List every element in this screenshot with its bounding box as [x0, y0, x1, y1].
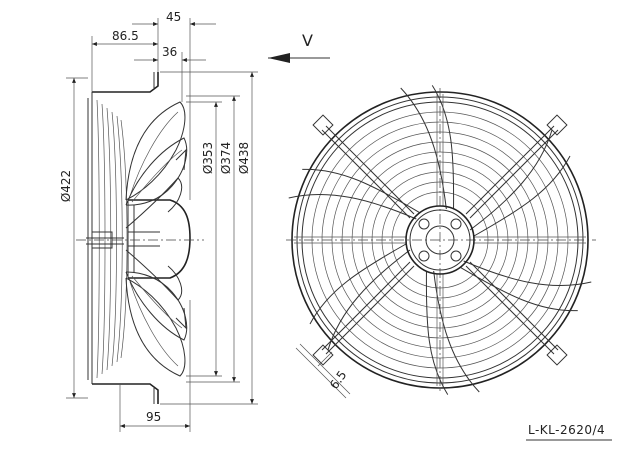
dim-hole-6-5-label: 6.5	[327, 368, 349, 392]
dim-95: 95	[119, 300, 191, 432]
dim-dia-438-label: Ø438	[237, 142, 251, 174]
front-view: 6.5	[286, 85, 596, 399]
side-grille	[86, 94, 128, 384]
view-label: V	[302, 31, 313, 50]
hub-plate	[405, 205, 475, 275]
dim-dia-374: Ø374	[186, 95, 240, 383]
bolt-hole	[418, 218, 430, 230]
dim-95-label: 95	[146, 410, 161, 424]
bolt-hole	[450, 250, 462, 262]
drawing-number: L-KL-2620/4	[528, 423, 605, 437]
front-blades	[288, 85, 592, 395]
dim-86-5: 86.5	[91, 29, 158, 92]
dim-dia-422-label: Ø422	[59, 170, 73, 202]
dim-hole-6-5: 6.5	[295, 343, 351, 399]
dim-dia-438: Ø438	[160, 71, 258, 405]
motor-hub	[127, 199, 191, 279]
dim-86-5-label: 86.5	[112, 29, 139, 43]
drawing-number-block: L-KL-2620/4	[526, 423, 612, 441]
dim-dia-353-label: Ø353	[201, 142, 215, 174]
view-arrow: V	[268, 31, 330, 63]
dim-36-label: 36	[162, 45, 177, 59]
dim-45: 45	[132, 10, 216, 200]
guard-cross-wires	[294, 94, 586, 386]
dim-dia-353: Ø353	[186, 101, 222, 377]
side-view: 86.5 45 36 95 Ø422	[59, 10, 258, 432]
dim-36: 36	[134, 45, 206, 102]
dim-dia-374-label: Ø374	[219, 142, 233, 174]
mounting-ring	[91, 72, 159, 404]
bolt-hole	[450, 218, 462, 230]
dim-dia-422: Ø422	[59, 77, 88, 399]
guard-bars	[312, 114, 568, 366]
side-blades	[125, 101, 188, 377]
bolt-hole	[418, 250, 430, 262]
dim-45-label: 45	[166, 10, 181, 24]
